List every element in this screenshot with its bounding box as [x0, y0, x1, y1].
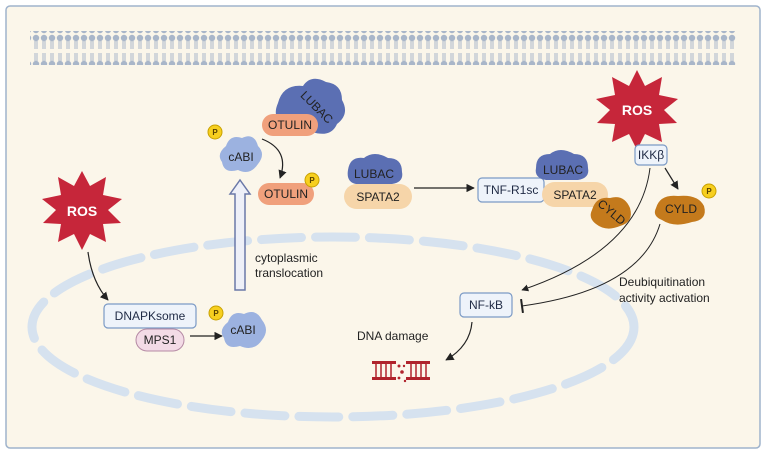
- arrow-nfkb-to-dna: [445, 321, 473, 361]
- translocation-label-line1: cytoplasmic: [255, 251, 318, 265]
- otulin-bottom-label: OTULIN: [264, 187, 308, 201]
- tnfr1sc-label: TNF-R1sc: [484, 183, 539, 197]
- cyld-free: CYLD: [654, 195, 705, 225]
- cell-membrane: [30, 31, 736, 65]
- lubac-right-label: LUBAC: [543, 163, 583, 177]
- dnapksome-label: DNAPKsome: [115, 309, 186, 323]
- svg-text:P: P: [706, 187, 712, 196]
- cyld-free-label: CYLD: [665, 202, 697, 216]
- tnfr1sc-box: TNF-R1sc: [477, 177, 545, 203]
- otulin-top-label: OTULIN: [268, 118, 312, 132]
- ros-left-label: ROS: [67, 203, 97, 219]
- cabi-top-label: cABI: [228, 150, 253, 164]
- translocation-label-line2: translocation: [255, 266, 323, 280]
- ikkb-label: IKKβ: [638, 148, 664, 162]
- svg-text:P: P: [309, 176, 315, 185]
- phospho-cyld: P: [701, 183, 717, 199]
- inhibition-cyld-to-nfkb: [520, 223, 661, 314]
- nucleus-envelope: [27, 232, 639, 422]
- arrow-cabi-to-otulin: [261, 138, 287, 179]
- deubiq-label-line2: activity activation: [619, 291, 710, 305]
- lubac-mid-label: LUBAC: [354, 167, 394, 181]
- arrow-ikkb-to-cyld: [664, 167, 679, 190]
- phospho-cabi-nuclear: P: [208, 305, 224, 321]
- dnapksome-box: DNAPKsome: [103, 303, 197, 329]
- cabi-nuclear: cABI: [221, 312, 266, 348]
- cabi-top: cABI: [219, 136, 262, 172]
- cabi-nuclear-label: cABI: [230, 323, 255, 337]
- ros-left: ROS: [42, 171, 122, 250]
- translocation-arrow: [228, 178, 252, 291]
- lubac-right: LUBAC: [535, 150, 589, 180]
- spata2-mid-label: SPATA2: [356, 190, 400, 204]
- dna-damage-icon: [372, 361, 430, 383]
- arrow-ros-to-dnapksome: [87, 251, 109, 301]
- cell-background: [5, 5, 761, 449]
- phospho-cabi-top: P: [207, 124, 223, 140]
- svg-text:P: P: [212, 128, 218, 137]
- spata2-right-label: SPATA2: [553, 188, 597, 202]
- otulin-top: OTULIN: [262, 114, 318, 136]
- spata2-right: SPATA2: [542, 182, 608, 207]
- arrow-ikkb-to-nfkb: [521, 167, 651, 292]
- ros-right: ROS: [596, 70, 678, 150]
- cyld-complex: CYLD: [590, 197, 631, 229]
- dna-damage-label: DNA damage: [357, 329, 429, 343]
- ros-right-label: ROS: [622, 102, 652, 118]
- nfkb-box: NF-kB: [459, 292, 513, 318]
- lubac-mid: LUBAC: [347, 154, 403, 184]
- mps1: MPS1: [135, 328, 185, 352]
- spata2-mid: SPATA2: [344, 184, 412, 209]
- nfkb-label: NF-kB: [469, 298, 503, 312]
- svg-text:P: P: [213, 309, 219, 318]
- ikkb-box: IKKβ: [634, 144, 668, 166]
- phospho-otulin: P: [304, 172, 320, 188]
- mps1-label: MPS1: [144, 333, 177, 347]
- deubiq-label-line1: Deubiquitination: [619, 275, 705, 289]
- otulin-bottom: OTULIN: [258, 183, 314, 205]
